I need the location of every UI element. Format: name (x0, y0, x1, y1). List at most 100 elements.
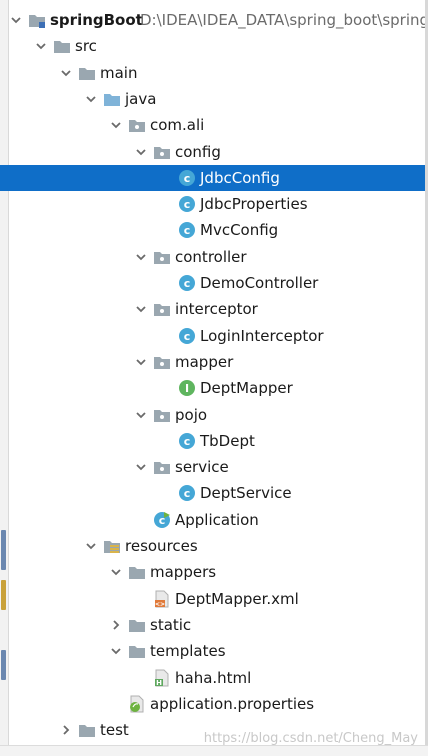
tree-node-label: interceptor (175, 300, 258, 319)
tree-node[interactable]: static (0, 612, 428, 638)
folder-icon (78, 721, 96, 739)
folder-icon (128, 642, 146, 660)
module-folder-icon (28, 11, 46, 29)
tree-node[interactable]: c DemoController (0, 270, 428, 296)
svg-text:c: c (159, 514, 166, 527)
tree-node-label: static (150, 615, 192, 634)
class-icon: c (178, 484, 196, 502)
tree-node-label: DeptMapper (200, 379, 293, 398)
tree-node[interactable]: interceptor (0, 296, 428, 322)
tree-node[interactable]: java (0, 86, 428, 112)
tree-node-label: main (100, 63, 138, 82)
class-icon: c (178, 432, 196, 450)
scrollbar-track[interactable] (425, 0, 428, 756)
tree-node-label: LoginInterceptor (200, 326, 324, 345)
tree-node-label: application.properties (150, 694, 315, 713)
svg-text:c: c (184, 277, 191, 290)
svg-text:<>: <> (155, 601, 165, 608)
class-icon: c (178, 327, 196, 345)
package-icon (153, 300, 171, 318)
horizontal-scrollbar[interactable] (0, 745, 428, 756)
tree-node[interactable]: c LoginInterceptor (0, 323, 428, 349)
tree-node-label: mapper (175, 352, 234, 371)
tree-node[interactable]: application.properties (0, 691, 428, 717)
chevron-down-icon[interactable] (60, 67, 72, 79)
svg-text:c: c (184, 487, 191, 500)
tree-node-label: Application (175, 510, 259, 529)
tree-node[interactable]: templates (0, 638, 428, 664)
tree-node[interactable]: c JdbcConfig (0, 164, 428, 191)
tree-node[interactable]: c DeptService (0, 480, 428, 506)
tree-node-label: haha.html (175, 668, 252, 687)
tree-node[interactable]: mappers (0, 559, 428, 585)
tree-node-label: springBoot (50, 11, 143, 29)
chevron-down-icon[interactable] (135, 409, 147, 421)
strip-marker (1, 650, 6, 680)
chevron-down-icon[interactable] (35, 40, 47, 52)
chevron-down-icon[interactable] (110, 566, 122, 578)
tree-node-label: test (100, 721, 129, 740)
tree-node-label: mappers (150, 563, 217, 582)
tree-node-label: java (125, 89, 157, 108)
chevron-down-icon[interactable] (135, 356, 147, 368)
package-icon (153, 143, 171, 161)
chevron-down-icon[interactable] (135, 461, 147, 473)
chevron-down-icon[interactable] (110, 119, 122, 131)
tree-node[interactable]: <> DeptMapper.xml (0, 586, 428, 612)
tree-node-label: DemoController (200, 274, 319, 292)
watermark: https://blog.csdn.net/Cheng_May (203, 731, 418, 746)
chevron-down-icon[interactable] (135, 303, 147, 315)
xml-file-icon: <> (153, 590, 171, 608)
svg-text:c: c (184, 330, 191, 343)
chevron-right-icon[interactable] (110, 619, 122, 631)
folder-icon (53, 37, 71, 55)
folder-icon (128, 616, 146, 634)
tree-node[interactable]: service (0, 454, 428, 480)
tree-node[interactable]: main (0, 60, 428, 86)
tree-node[interactable]: pojo (0, 402, 428, 428)
tree-node[interactable]: controller (0, 244, 428, 270)
chevron-down-icon[interactable] (135, 251, 147, 263)
class-icon: c (178, 169, 196, 187)
package-icon (153, 458, 171, 476)
resources-folder-icon (103, 537, 121, 555)
folder-icon (78, 64, 96, 82)
tree-node[interactable]: test (0, 717, 428, 743)
package-icon (153, 248, 171, 266)
chevron-down-icon[interactable] (135, 146, 147, 158)
tree-node[interactable]: resources (0, 533, 428, 559)
tree-node[interactable]: com.ali (0, 112, 428, 138)
tree-node-label: config (175, 142, 221, 161)
tree-node[interactable]: c Application (0, 507, 428, 533)
source-folder-icon (103, 90, 121, 108)
spring-boot-class-icon: c (153, 511, 171, 529)
chevron-down-icon[interactable] (110, 645, 122, 657)
tree-node-label: com.ali (150, 116, 205, 135)
tree-node-label: DeptMapper.xml (175, 589, 299, 608)
tree-node-label: resources (125, 537, 198, 555)
tree-node-label: JdbcConfig (200, 168, 280, 187)
chevron-down-icon[interactable] (85, 93, 97, 105)
svg-text:H: H (156, 679, 162, 687)
tree-node-label: DeptService (200, 484, 292, 503)
svg-text:c: c (184, 172, 191, 185)
tree-node[interactable]: mapper (0, 349, 428, 375)
tree-node[interactable]: src (0, 33, 428, 59)
tree-node-label: controller (175, 247, 247, 266)
svg-text:c: c (184, 435, 191, 448)
svg-text:c: c (184, 198, 191, 211)
package-icon (153, 406, 171, 424)
class-icon: c (178, 195, 196, 213)
chevron-down-icon[interactable] (10, 14, 22, 26)
chevron-right-icon[interactable] (60, 724, 72, 736)
module-path: D:\IDEA\IDEA_DATA\spring_boot\spring (140, 11, 428, 29)
chevron-down-icon[interactable] (85, 540, 97, 552)
tree-node[interactable]: config (0, 139, 428, 165)
